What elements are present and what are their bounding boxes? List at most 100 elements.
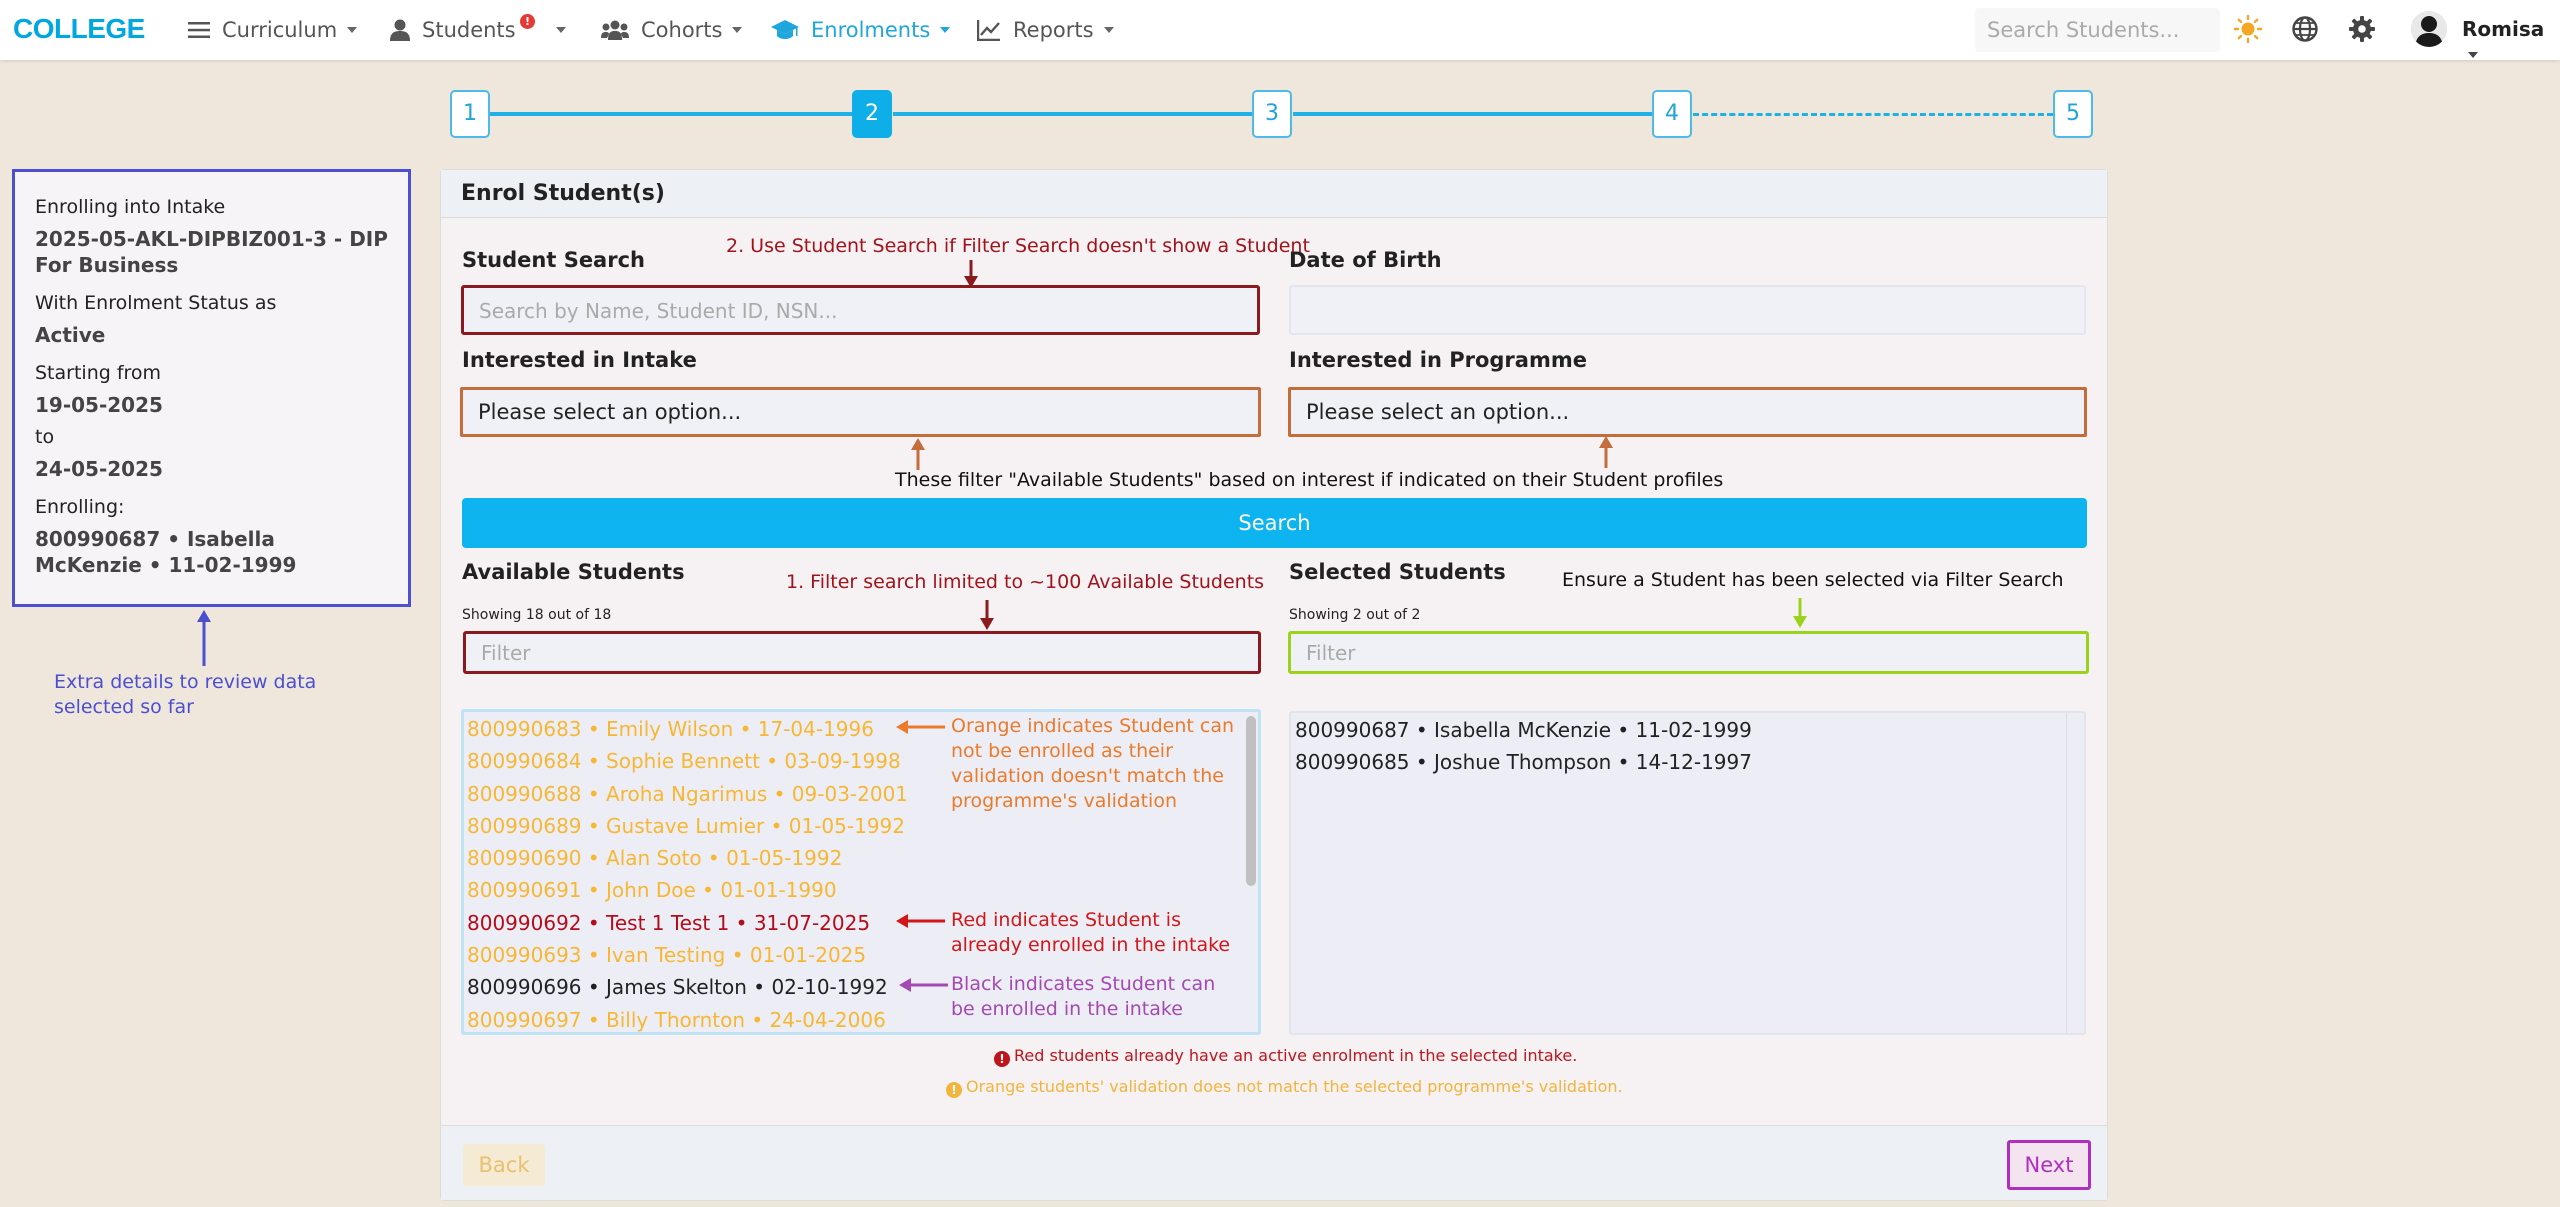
line-chart-icon [977,20,1000,41]
start-date: 19-05-2025 [35,393,163,417]
step-1[interactable]: 1 [450,90,490,138]
available-student-item[interactable]: 800990697 • Billy Thornton • 24-04-2006 [467,1007,886,1032]
programme-interest-label: Interested in Programme [1289,348,1587,372]
dob-label: Date of Birth [1289,248,1442,272]
legend-red: !Red students already have an active enr… [994,1046,1577,1067]
available-student-item[interactable]: 800990690 • Alan Soto • 01-05-1992 [467,846,843,871]
available-count: Showing 18 out of 18 [462,607,612,623]
chevron-down-icon [347,27,358,33]
selected-students-label: Selected Students [1289,560,1506,584]
nav-enrolments[interactable]: Enrolments [771,0,951,60]
step-connector [893,112,1253,116]
summary-annotation: Extra details to review data selected so… [54,671,317,718]
user-menu[interactable]: Romisa [2462,17,2560,65]
top-navbar: COLLEGE Curriculum Students ! Cohorts En… [0,0,2560,60]
chevron-down-icon [2468,51,2478,58]
exclamation-icon: ! [946,1082,962,1098]
search-button[interactable]: Search [462,498,2087,548]
nav-curriculum[interactable]: Curriculum [188,0,358,60]
available-students-list[interactable]: 800990683 • Emily Wilson • 17-04-1996 800… [461,709,1261,1035]
user-name: Romisa [2462,17,2545,41]
nav-reports[interactable]: Reports [977,0,1114,60]
chevron-down-icon [940,27,951,33]
intake-label: Enrolling into Intake [35,196,226,218]
available-student-item[interactable]: 800990689 • Gustave Lumier • 01-05-1992 [467,813,905,838]
student-search-label: Student Search [462,248,645,272]
scrollbar-track[interactable] [2066,713,2084,1033]
selected-student-item[interactable]: 800990687 • Isabella McKenzie • 11-02-19… [1295,718,1752,742]
intake-interest-label: Interested in Intake [462,348,697,372]
enrolment-summary-panel: Enrolling into Intake 2025-05-AKL-DIPBIZ… [12,169,411,607]
programme-select[interactable]: Please select an option... [1288,387,2087,437]
available-students-items: 800990683 • Emily Wilson • 17-04-1996 800… [464,713,1258,1032]
annotation-filters: These filter "Available Students" based … [895,469,1724,491]
step-connector [488,112,853,116]
step-connector-dashed [1693,113,2053,116]
nav-cohorts-label: Cohorts [641,18,723,42]
avatar-image [2411,11,2447,47]
available-student-item[interactable]: 800990684 • Sophie Bennett • 03-09-1998 [467,749,901,774]
available-filter-input[interactable]: Filter [463,631,1261,674]
dob-field[interactable] [1289,285,2086,335]
enrolling-value: 800990687 • Isabella McKenzie • 11-02-19… [35,527,297,577]
available-student-item[interactable]: 800990696 • James Skelton • 02-10-1992 [467,975,888,1000]
enrolling-label: Enrolling: [35,496,125,518]
nav-reports-label: Reports [1013,18,1094,42]
annotation-student-search: 2. Use Student Search if Filter Search d… [726,235,1310,257]
nav-students[interactable]: Students [390,0,566,60]
list-icon [188,22,210,38]
chevron-down-icon [1103,27,1114,33]
arrowhead [197,610,211,622]
step-4[interactable]: 4 [1652,90,1692,138]
student-search-field[interactable]: Search by Name, Student ID, NSN... [461,285,1260,335]
intake-select[interactable]: Please select an option... [460,387,1261,437]
nav-cohorts[interactable]: Cohorts [601,0,743,60]
legend-orange: !Orange students' validation does not ma… [946,1077,1623,1098]
selected-student-item[interactable]: 800990685 • Joshue Thompson • 14-12-1997 [1295,750,1752,775]
card-footer [441,1125,2107,1200]
available-student-item[interactable]: 800990693 • Ivan Testing • 01-01-2025 [467,943,867,968]
gear-icon[interactable] [2347,14,2377,44]
available-student-item[interactable]: 800990692 • Test 1 Test 1 • 31-07-2025 [467,910,871,935]
legend-orange-text: Orange students' validation does not mat… [966,1077,1623,1096]
status-value: Active [35,323,106,347]
next-button[interactable]: Next [2007,1140,2091,1190]
available-student-item[interactable]: 800990683 • Emily Wilson • 17-04-1996 [467,717,874,741]
selected-filter-input[interactable]: Filter [1288,631,2089,674]
graduation-cap-icon [771,20,799,39]
step-3[interactable]: 3 [1252,90,1292,138]
card-title: Enrol Student(s) [441,170,2107,218]
status-label: With Enrolment Status as [35,292,277,314]
sun-icon[interactable] [2233,14,2263,44]
selected-students-list[interactable]: 800990687 • Isabella McKenzie • 11-02-19… [1289,711,2086,1035]
end-date: 24-05-2025 [35,457,163,481]
step-2[interactable]: 2 [852,90,892,138]
annotation-ensure-selected: Ensure a Student has been selected via F… [1562,569,2064,591]
available-students-label: Available Students [462,560,685,584]
scrollbar[interactable] [1246,716,1256,886]
available-student-item[interactable]: 800990691 • John Doe • 01-01-1990 [467,878,837,903]
nav-students-label: Students [422,18,516,42]
chevron-down-icon [555,27,566,33]
student-search-input[interactable]: Search Students... [1975,8,2220,52]
annotation-red: Red indicates Student is already enrolle… [951,909,1231,956]
brand-logo[interactable]: COLLEGE [13,13,145,44]
globe-icon[interactable] [2290,14,2320,44]
selected-count: Showing 2 out of 2 [1289,607,1421,623]
users-icon [601,20,629,40]
back-button[interactable]: Back [463,1144,545,1186]
avatar[interactable] [2411,11,2447,47]
annotation-black: Black indicates Student can be enrolled … [951,973,1216,1020]
annotation-orange: Orange indicates Student can not be enro… [951,715,1235,812]
step-5[interactable]: 5 [2053,90,2093,138]
legend-red-text: Red students already have an active enro… [1014,1046,1578,1065]
nav-enrolments-label: Enrolments [811,18,931,42]
available-student-item[interactable]: 800990688 • Aroha Ngarimus • 09-03-2001 [467,781,909,806]
user-icon [390,19,410,41]
chevron-down-icon [732,27,743,33]
intake-value: 2025-05-AKL-DIPBIZ001-3 - DIP For Busine… [35,227,388,277]
annotation-filter-limit: 1. Filter search limited to ~100 Availab… [786,571,1265,593]
to-label: to [35,426,55,448]
start-label: Starting from [35,362,162,384]
notification-badge: ! [520,14,535,29]
